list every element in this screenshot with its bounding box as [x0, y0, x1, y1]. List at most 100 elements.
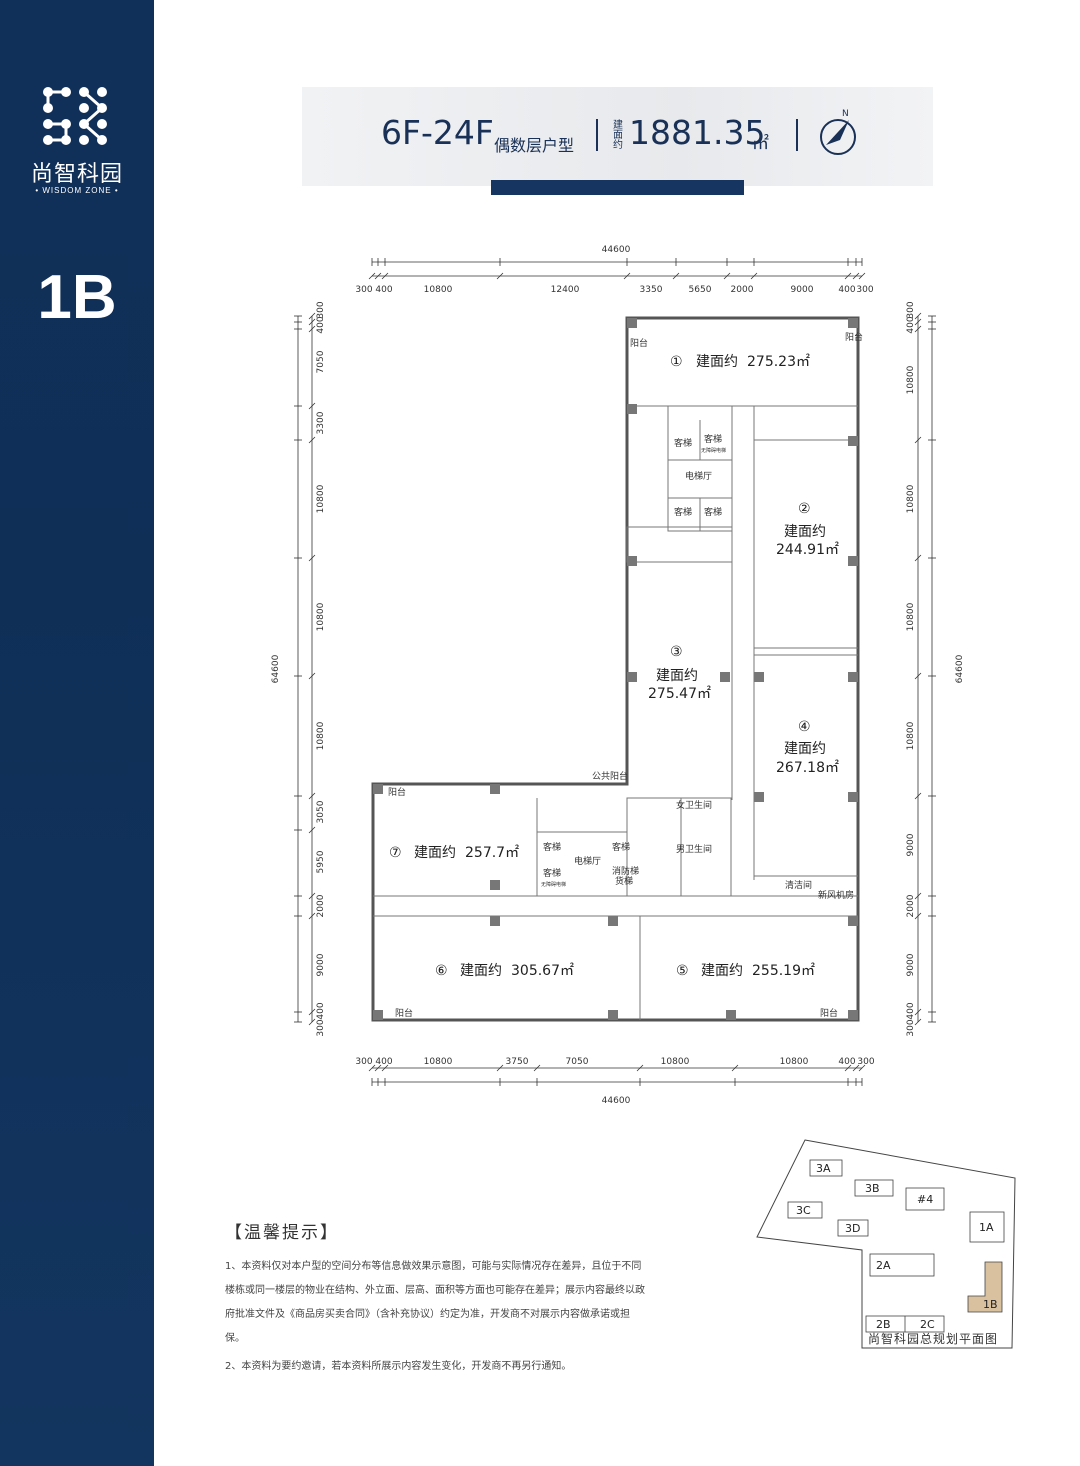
- dimension-tick: [914, 325, 922, 333]
- dimension-tick: [496, 1064, 504, 1072]
- dim-segment: 10800: [316, 721, 326, 750]
- dim-segment: 5950: [316, 850, 326, 873]
- dimension-tick: [636, 1064, 644, 1072]
- header-divider: [596, 119, 598, 151]
- dimension-tick: [308, 312, 316, 320]
- dim-segment: 10800: [906, 484, 916, 513]
- dimension-tick: [672, 272, 680, 280]
- dimension-tick: [844, 272, 852, 280]
- dimension-tick: [308, 325, 316, 333]
- dimension-tick: [914, 1008, 922, 1016]
- dim-segment: 400: [906, 316, 916, 333]
- dimension-ticks: [294, 258, 936, 1086]
- elevator-label: 客梯: [543, 867, 561, 879]
- dimension-tick: [731, 1064, 739, 1072]
- area-small-label: 建面约: [613, 120, 623, 151]
- structural-columns: [373, 318, 858, 1020]
- dimension-tick: [308, 892, 316, 900]
- dim-segment: 3750: [506, 1057, 529, 1067]
- building-code: 1B: [37, 263, 117, 332]
- dim-segment: 7050: [566, 1057, 589, 1067]
- dim-segment: 9000: [316, 953, 326, 976]
- dim-segment: 400: [375, 1057, 392, 1067]
- dimension-tick: [623, 272, 631, 280]
- dimension-tick: [308, 436, 316, 444]
- dim-top-segments: 300 400 10800 12400 3350 5650 2000 9000 …: [355, 285, 873, 295]
- dimension-tick: [914, 436, 922, 444]
- dim-left-total: 64600: [271, 654, 281, 683]
- unit-1-area: 275.23㎡: [747, 354, 810, 370]
- dim-segment: 10800: [316, 602, 326, 631]
- dimension-tick: [308, 402, 316, 410]
- freight-elevator-label: 货梯: [615, 875, 633, 887]
- dimension-tick: [914, 1018, 922, 1026]
- elevator-hall-label: 电梯厅: [685, 470, 712, 482]
- brand-logo: 尚智科园 • WISDOM ZONE •: [22, 84, 132, 204]
- dim-segment: 10800: [424, 1057, 453, 1067]
- elevator-label: 客梯: [543, 841, 561, 853]
- dim-right-segments: 300 400 10800 10800 10800 10800 9000 200…: [906, 301, 916, 1036]
- unit-2-label: 建面约: [784, 524, 826, 540]
- brand-name-cn: 尚智科园: [30, 162, 123, 187]
- dim-segment: 300: [906, 301, 916, 318]
- dim-segment: 300: [355, 1057, 372, 1067]
- unit-5-num: ⑤: [676, 963, 689, 979]
- dimension-tick: [533, 1064, 541, 1072]
- unit-3-area: 275.47㎡: [648, 686, 711, 702]
- accessible-elevator-label: 无障碍电梯: [541, 881, 566, 888]
- dimension-tick: [914, 312, 922, 320]
- header-divider: [796, 119, 798, 151]
- unit-3-num: ③: [670, 644, 683, 660]
- dim-segment: 9000: [906, 953, 916, 976]
- dimension-tick: [308, 554, 316, 562]
- dimension-tick: [914, 892, 922, 900]
- dim-segment: 400: [906, 1002, 916, 1019]
- dimension-tick: [914, 554, 922, 562]
- dim-segment: 10800: [424, 285, 453, 295]
- dim-segment: 9000: [906, 833, 916, 856]
- dim-segment: 400: [375, 285, 392, 295]
- dimension-tick: [374, 272, 382, 280]
- dim-segment: 12400: [551, 285, 580, 295]
- dim-segment: 10800: [780, 1057, 809, 1067]
- dimension-tick: [381, 1064, 389, 1072]
- unit-5-area: 255.19㎡: [752, 963, 815, 979]
- dim-segment: 10800: [906, 365, 916, 394]
- dim-segment: 3300: [316, 411, 326, 434]
- layout-type: 偶数层户型: [494, 136, 575, 155]
- balcony-label: 阳台: [845, 331, 863, 343]
- elevator-hall-label: 电梯厅: [574, 855, 601, 867]
- interior-walls: [373, 405, 858, 1020]
- tip-item: 1、本资料仅对本户型的空间分布等信息做效果示意图，可能与实际情况存在差异，且位于…: [225, 1261, 645, 1344]
- dimension-tick: [308, 792, 316, 800]
- unit-1-label: 建面约: [696, 354, 738, 370]
- dimension-tick: [750, 272, 758, 280]
- floor-range: 6F-24F: [381, 113, 494, 152]
- dimension-lines: [297, 261, 933, 1083]
- dimension-tick: [308, 1008, 316, 1016]
- tips-body: 1、本资料仅对本户型的空间分布等信息做效果示意图，可能与实际情况存在差异，且位于…: [225, 1255, 645, 1383]
- header-accent-bar: [491, 180, 744, 195]
- unit-7-area: 257.7㎡: [465, 845, 519, 861]
- dimension-tick: [308, 826, 316, 834]
- brand-name-en: • WISDOM ZONE •: [35, 186, 119, 195]
- dimension-tick: [858, 272, 866, 280]
- site-plan-caption: 尚智科园总规划平面图: [868, 1332, 999, 1346]
- dim-segment: 300: [906, 1019, 916, 1036]
- dimension-tick: [914, 672, 922, 680]
- accessible-elevator-label: 无障碍电梯: [701, 447, 726, 454]
- unit-4-area: 267.18㎡: [776, 760, 839, 776]
- elevator-label: 客梯: [704, 506, 722, 518]
- dim-segment: 10800: [906, 602, 916, 631]
- cleaning-room-label: 清洁间: [785, 879, 812, 891]
- unit-5-label: 建面约: [701, 963, 743, 979]
- unit-labels: ① 建面约 275.23㎡ ② 建面约 244.91㎡ ③ 建面约 275.47…: [389, 354, 839, 979]
- unit-7-num: ⑦: [389, 845, 402, 861]
- dim-top-total: 44600: [602, 245, 631, 255]
- dim-segment: 400: [316, 316, 326, 333]
- unit-6-num: ⑥: [435, 963, 448, 979]
- dimension-tick: [308, 318, 316, 326]
- balcony-label: 阳台: [388, 786, 406, 798]
- area-unit: ㎡: [752, 134, 769, 154]
